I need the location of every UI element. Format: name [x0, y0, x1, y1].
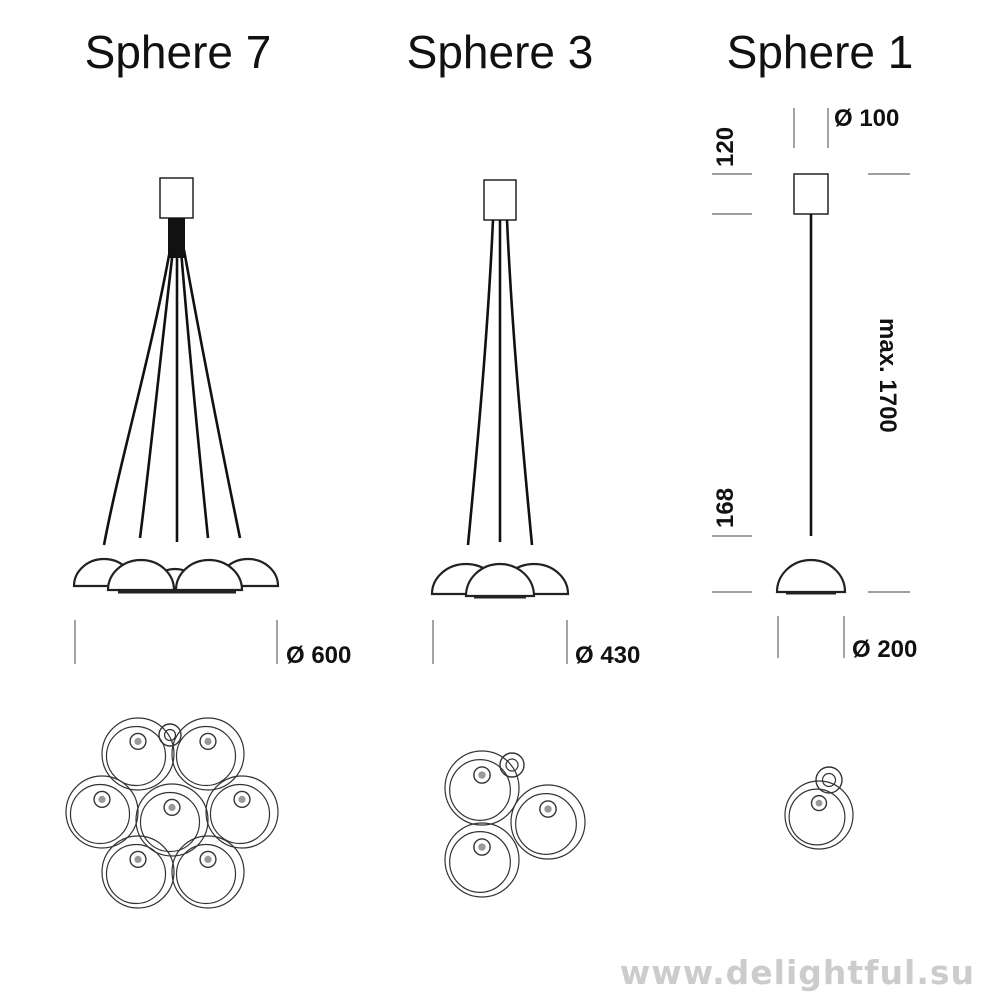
sphere-1-top-canopy [815, 766, 843, 794]
sphere-7-cords [102, 249, 242, 546]
sphere-1-top-shade-1 [784, 780, 854, 850]
sphere-1-shade [775, 558, 847, 594]
sphere-7-top-shade-4 [135, 783, 209, 857]
sphere-7-cord-bundle [168, 218, 185, 258]
sphere-7-top-shade-7 [171, 835, 245, 909]
sphere-7-top-shade-2 [171, 717, 245, 791]
sphere-7-top-shade-1 [101, 717, 175, 791]
sphere-1-canopy-height: 120 [712, 127, 739, 167]
sphere-3-top-shade-1 [444, 750, 520, 826]
watermark: www.delightful.su [620, 953, 975, 992]
sphere-7-diameter: Ø 600 [286, 642, 351, 669]
sphere-1-canopy [793, 173, 829, 215]
sphere-3-side-view: Ø 430 [430, 179, 640, 669]
sphere-1-canopy-diameter: Ø 100 [834, 105, 899, 132]
sphere-7-top-shade-6 [101, 835, 175, 909]
sphere-3-shades [430, 562, 570, 599]
sphere-1-shade-height: 168 [712, 488, 739, 528]
sphere-7-top-shade-3 [65, 775, 139, 849]
sphere-7-shades [72, 557, 280, 594]
title-sphere-7: Sphere 7 [85, 26, 272, 78]
title-sphere-3: Sphere 3 [407, 26, 594, 78]
sphere-3-diameter: Ø 430 [575, 642, 640, 669]
sphere-1-diameter: Ø 200 [852, 636, 917, 663]
sphere-1-side-view: Ø 100 120 max. 1700 168 Ø 200 [712, 105, 917, 663]
sphere-3-cords [466, 219, 534, 546]
sphere-3-top-canopy [499, 752, 525, 778]
sphere-7-top-view [65, 717, 279, 909]
sphere-3-top-shade-3 [444, 822, 520, 898]
sphere-1-top-view [784, 766, 854, 850]
sphere-3-top-shade-2 [510, 784, 586, 860]
sphere-3-top-view [444, 750, 586, 898]
sphere-7-top-shade-5 [205, 775, 279, 849]
sphere-1-max-length: max. 1700 [874, 318, 901, 433]
sphere-7-canopy [159, 177, 194, 219]
sphere-3-canopy [483, 179, 517, 221]
sphere-7-side-view: Ø 600 [72, 177, 351, 669]
title-sphere-1: Sphere 1 [727, 26, 914, 78]
